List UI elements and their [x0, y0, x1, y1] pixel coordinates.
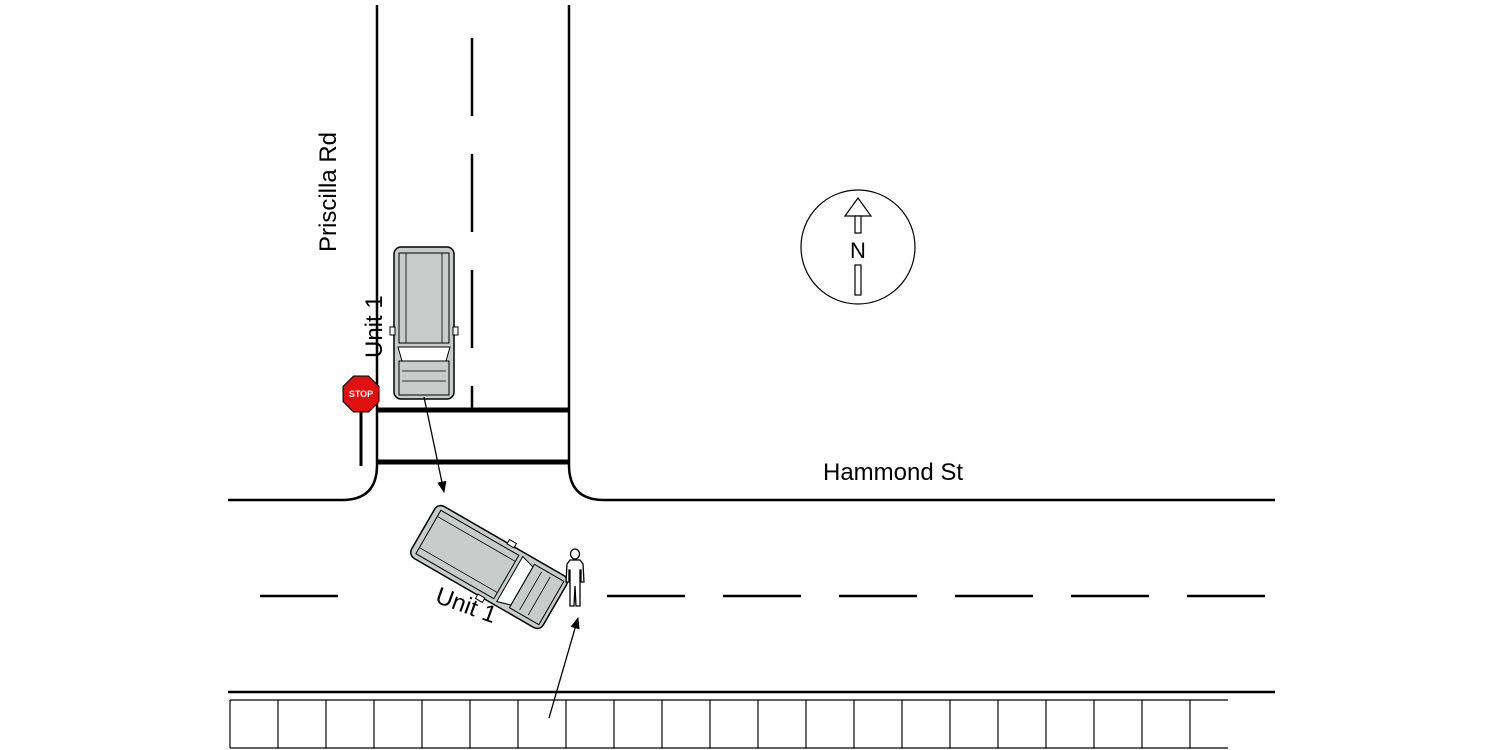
north-arrow: N	[800, 189, 916, 305]
pedestrian-icon	[565, 548, 585, 607]
stop-sign-text: STOP	[349, 389, 373, 399]
north-arrow-shaft-bottom	[854, 264, 862, 296]
pedestrian-path-arrow	[548, 616, 580, 719]
north-arrow-shaft-top	[854, 215, 862, 234]
sidewalk	[229, 699, 1228, 749]
lane-markings	[260, 38, 1265, 598]
priscilla-rd-west-edge	[228, 5, 379, 502]
hammond-st-label: Hammond St	[823, 459, 963, 486]
road-edges	[228, 5, 1275, 694]
travel-paths	[423, 396, 580, 719]
north-arrow-circle	[800, 189, 916, 305]
stop-sign-octagon	[342, 375, 380, 413]
crosswalk	[377, 407, 569, 465]
priscilla-rd-east-edge	[567, 5, 1275, 502]
unit-1-vehicle-initial	[389, 246, 459, 400]
unit-1-path-arrow	[423, 396, 447, 494]
north-label: N	[850, 238, 866, 263]
stop-sign: STOP	[342, 375, 380, 466]
pickup-truck-icon	[389, 246, 459, 400]
unit-1-vehicle-impact	[409, 504, 569, 630]
unit-1-label-initial: Unit 1	[361, 295, 388, 358]
priscilla-rd-label: Priscilla Rd	[315, 132, 342, 252]
pickup-truck-icon	[409, 504, 569, 630]
